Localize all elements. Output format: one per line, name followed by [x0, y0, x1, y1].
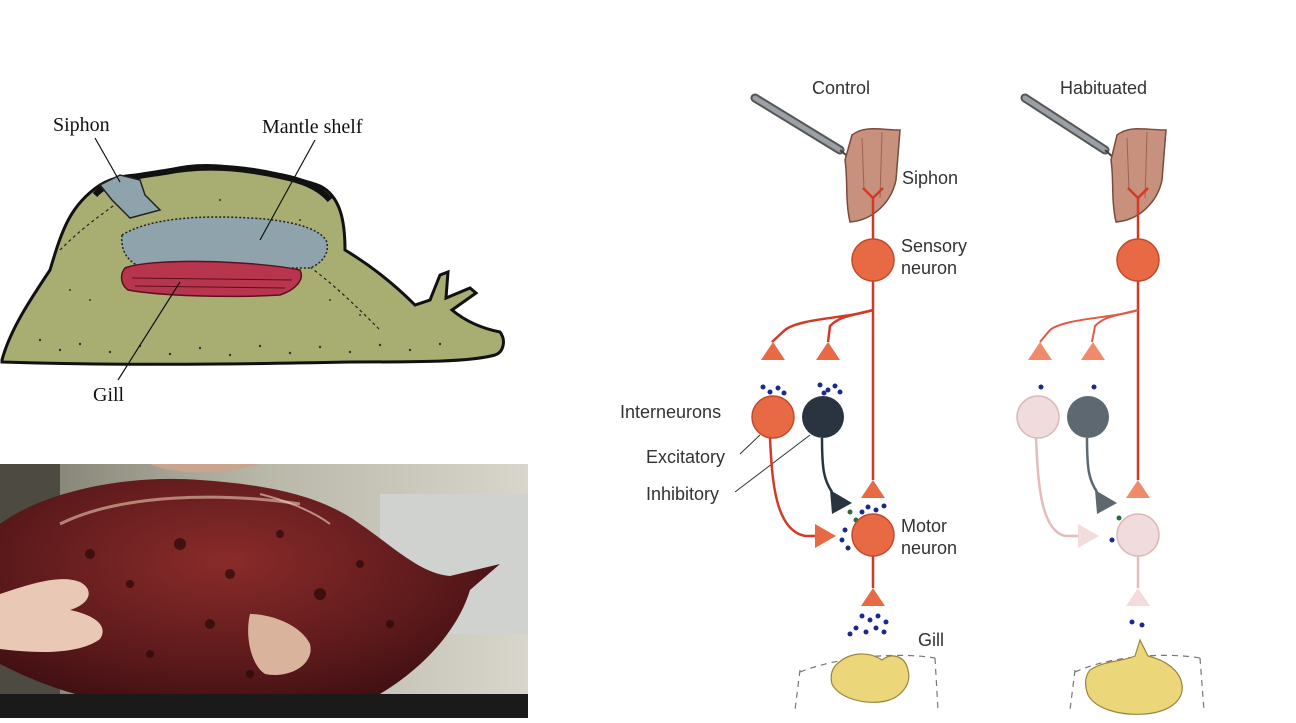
label-motor-1: Motor — [901, 516, 947, 536]
inhibitory-interneuron-control — [802, 396, 844, 438]
label-gill-circuit: Gill — [918, 630, 944, 650]
photo-svg — [0, 464, 528, 718]
control-column: Control Siphon Sensory neuron — [620, 78, 967, 711]
label-motor-2: neuron — [901, 538, 957, 558]
excitatory-interneuron-habituated — [1016, 395, 1060, 439]
vesicles-motor-control — [839, 503, 887, 551]
terminal-sensory-to-motor-habituated — [1126, 480, 1150, 498]
hand-left — [0, 579, 103, 652]
terminal-exc-to-motor-control — [815, 524, 836, 548]
control-title: Control — [812, 78, 870, 98]
terminal-inhibitory-to-motor-habituated — [1095, 490, 1117, 514]
probe-habituated-icon — [1020, 93, 1117, 161]
terminal-inhibitory-control — [816, 342, 840, 360]
terminal-excitatory-control — [761, 342, 785, 360]
label-mantle-shelf: Mantle shelf — [262, 116, 363, 138]
vesicles-inter-control — [760, 382, 843, 396]
aplysia-anatomy-drawing: Siphon Mantle shelf Gill — [0, 100, 520, 420]
habituation-circuit-diagram: Control Siphon Sensory neuron — [600, 60, 1290, 718]
terminal-exc-to-motor-habituated — [1078, 524, 1099, 548]
aplysia-photo — [0, 464, 528, 718]
label-siphon-anatomy: Siphon — [53, 114, 110, 136]
label-sensory-2: neuron — [901, 258, 957, 278]
siphon-shape — [98, 174, 162, 219]
terminal-motor-to-gill-habituated — [1126, 588, 1150, 606]
vesicles-gill-control — [847, 613, 889, 637]
sensory-neuron-control — [851, 238, 895, 282]
sensory-neuron-habituated — [1116, 238, 1160, 282]
label-inhibitory: Inhibitory — [646, 484, 719, 504]
gill-control — [830, 653, 910, 703]
motor-neuron-control — [851, 513, 895, 557]
motor-neuron-habituated — [1116, 513, 1160, 557]
terminal-excitatory-habituated — [1028, 342, 1052, 360]
gill-habituated — [1084, 638, 1183, 715]
photo-slug-body — [0, 478, 500, 714]
terminal-sensory-to-motor-control — [861, 480, 885, 498]
label-sensory-1: Sensory — [901, 236, 967, 256]
label-gill-anatomy: Gill — [93, 384, 125, 406]
terminal-inhibitory-habituated — [1081, 342, 1105, 360]
anatomy-svg: Siphon Mantle shelf Gill — [0, 114, 505, 406]
label-interneurons: Interneurons — [620, 402, 721, 422]
gill-shape — [120, 260, 302, 298]
terminal-inhibitory-to-motor-control — [830, 490, 852, 514]
inhibitory-interneuron-habituated — [1067, 396, 1109, 438]
circuit-svg: Control Siphon Sensory neuron — [620, 78, 1205, 715]
terminal-motor-to-gill-control — [861, 588, 885, 606]
siphon-control — [844, 128, 901, 223]
label-siphon-circuit: Siphon — [902, 168, 958, 188]
habituated-title: Habituated — [1060, 78, 1147, 98]
label-excitatory: Excitatory — [646, 447, 725, 467]
probe-control-icon — [750, 93, 853, 161]
habituated-column: Habituated — [1016, 78, 1205, 715]
siphon-habituated — [1110, 128, 1167, 223]
hand-right — [248, 614, 311, 675]
excitatory-interneuron-control — [751, 395, 795, 439]
